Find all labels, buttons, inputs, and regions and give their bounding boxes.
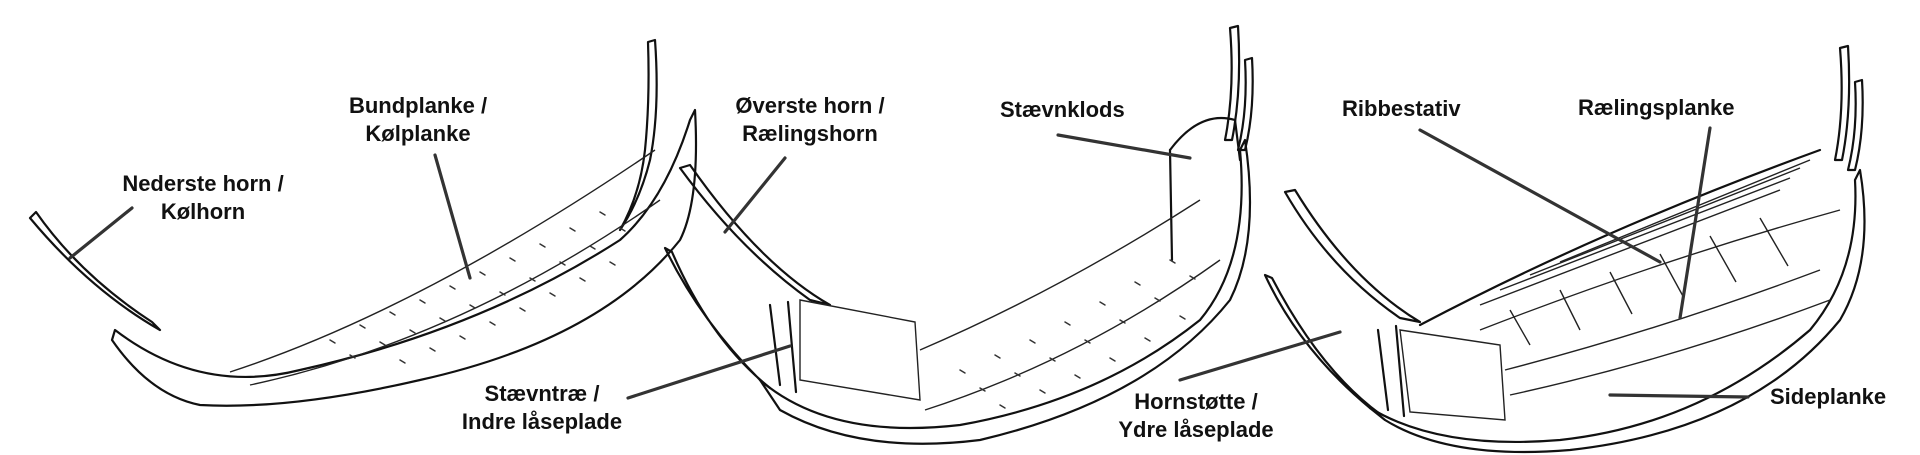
leader-hornstoette: [1178, 330, 1342, 382]
leader-raelingsplanke: [1678, 126, 1712, 320]
stage-2-boat: [626, 24, 1254, 445]
stage-3-boat: [1178, 44, 1866, 454]
label-staevntrae: Stævntræ / Indre låseplade: [461, 381, 623, 434]
stage-1-rivets: [329, 211, 626, 364]
leader-staevntrae: [626, 344, 792, 400]
leader-bundplanke: [433, 153, 472, 280]
label-raelingsplanke: Rælingsplanke: [1578, 95, 1735, 120]
label-hornstoette: Hornstøtte / Ydre låseplade: [1118, 389, 1274, 442]
leader-nederste-horn: [68, 206, 134, 260]
label-sideplanke: Sideplanke: [1770, 384, 1887, 409]
stage-1-boat: [28, 38, 698, 407]
label-nederste-horn: Nederste horn / Kølhorn: [122, 171, 284, 224]
label-ribbestativ: Ribbestativ: [1342, 96, 1461, 121]
stage-3-ribs: [1479, 159, 1811, 346]
leader-oeverste-horn: [723, 156, 787, 234]
label-oeverste-horn: Øverste horn / Rælingshorn: [735, 93, 885, 146]
stage-2-rivets: [959, 259, 1196, 409]
label-staevnklods: Stævnklods: [1000, 97, 1125, 122]
leader-staevnklods: [1056, 133, 1192, 160]
leader-ribbestativ: [1418, 128, 1662, 264]
label-bundplanke: Bundplanke / Kølplanke: [348, 93, 488, 146]
leader-sideplanke: [1608, 393, 1750, 399]
